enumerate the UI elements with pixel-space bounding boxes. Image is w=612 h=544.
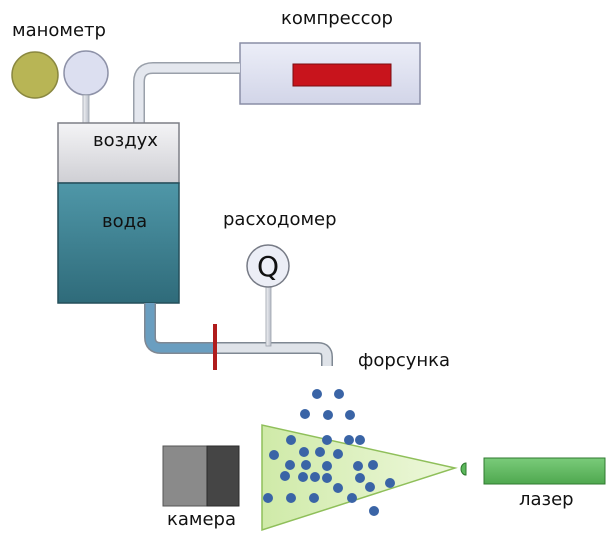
droplet [286,493,296,503]
tank-air-section [57,122,180,184]
droplet [298,472,308,482]
droplet [280,471,290,481]
droplet [334,389,344,399]
compressor-label: компрессор [281,8,393,29]
droplet [269,450,279,460]
tank-water-section [57,182,180,304]
valve [213,324,217,370]
air-pipe [134,63,240,123]
droplet [300,409,310,419]
droplet-cloud [263,389,395,516]
nozzle-label: форсунка [358,350,450,371]
manometer-left-dial [11,51,59,99]
droplet [355,435,365,445]
water-pipe-outline [144,303,333,366]
droplet [344,435,354,445]
manometer-label: манометр [12,20,106,41]
droplet [322,473,332,483]
droplet [333,449,343,459]
droplet [355,473,365,483]
air-pipe-outline [133,62,240,123]
manometer-stem [82,94,90,124]
droplet [285,460,295,470]
water-pipe [215,343,332,366]
droplet [315,447,325,457]
flowmeter-stem [265,285,272,347]
droplet [309,493,319,503]
droplet [365,482,375,492]
droplet [299,447,309,457]
flowmeter-dial [246,244,290,288]
droplet [345,410,355,420]
droplet [263,493,273,503]
droplet [323,410,333,420]
droplet [353,461,363,471]
droplet [322,435,332,445]
manometer-right-dial [63,50,109,96]
laser-body [483,457,606,485]
camera-body-left [162,445,208,507]
droplet [312,389,322,399]
compressor-indicator [292,63,392,87]
laser-label: лазер [519,489,574,510]
droplet [310,472,320,482]
droplet [301,460,311,470]
droplet [322,461,332,471]
flowmeter-label: расходомер [223,209,337,230]
laser-lens [460,462,467,476]
droplet [369,506,379,516]
air-label: воздух [93,130,158,151]
droplet [368,460,378,470]
camera-label: камера [167,509,236,530]
droplet [347,493,357,503]
droplet [385,478,395,488]
droplet [333,483,343,493]
droplet [286,435,296,445]
water-label: вода [102,211,147,232]
water-pipe-filled [145,303,215,353]
flowmeter-symbol: Q [257,250,279,283]
camera-body-right [206,445,240,507]
